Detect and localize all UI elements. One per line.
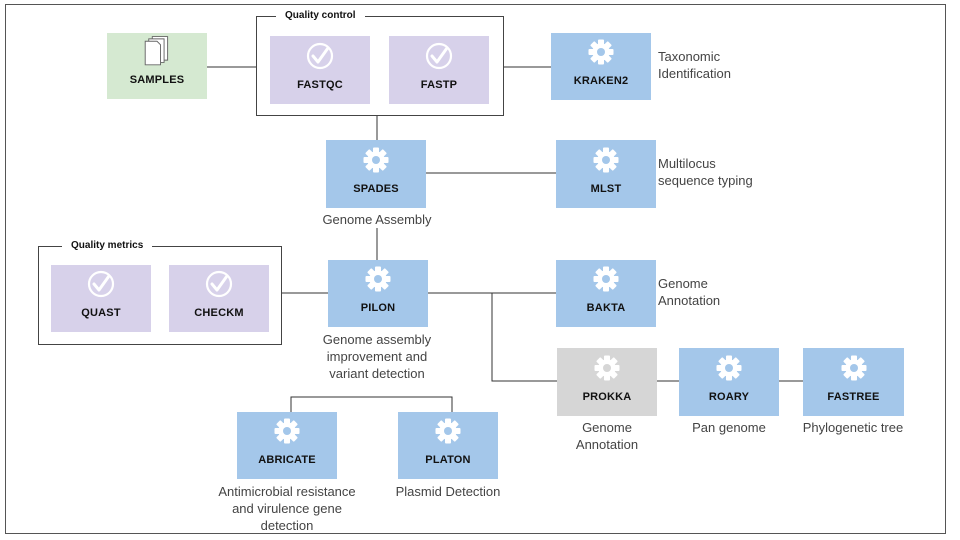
abricate-node[interactable]: ABRICATE	[237, 412, 337, 479]
mlst-label: MLST	[590, 183, 622, 195]
gear-icon	[363, 147, 389, 173]
diagram-frame	[5, 4, 946, 534]
abricate-label: ABRICATE	[258, 454, 316, 466]
samples-label: SAMPLES	[129, 74, 185, 86]
connector-pilon-prokka	[491, 293, 557, 382]
checkmark-icon	[205, 270, 233, 298]
gear-icon	[716, 355, 742, 381]
fastree-label: FASTREE	[827, 391, 880, 403]
checkmark-icon	[425, 42, 453, 70]
gear-icon	[274, 418, 300, 444]
bakta-label: BAKTA	[586, 302, 626, 314]
documents-icon	[144, 36, 169, 66]
bakta-node[interactable]: BAKTA	[556, 260, 656, 327]
connector-pilon-branch	[290, 396, 453, 412]
pilon-node[interactable]: PILON	[328, 260, 428, 327]
fastp-node[interactable]: FASTP	[389, 36, 489, 104]
fastqc-label: FASTQC	[297, 79, 343, 91]
spades-label: SPADES	[353, 183, 399, 195]
fastqc-node[interactable]: FASTQC	[270, 36, 370, 104]
fastree-node[interactable]: FASTREE	[803, 348, 904, 416]
checkm-label: CHECKM	[194, 307, 244, 319]
quast-label: QUAST	[81, 307, 121, 319]
kraken2-node[interactable]: KRAKEN2	[551, 33, 651, 100]
fastree-description: Phylogenetic tree	[802, 420, 904, 435]
checkm-node[interactable]: CHECKM	[169, 265, 269, 332]
gear-icon	[593, 266, 619, 292]
quality-metrics-title: Quality metrics	[62, 239, 153, 253]
quality-control-title: Quality control	[276, 9, 365, 23]
spades-node[interactable]: SPADES	[326, 140, 426, 208]
gear-icon	[593, 147, 619, 173]
kraken2-label: KRAKEN2	[573, 75, 629, 87]
spades-description: Genome Assembly	[322, 212, 432, 227]
checkmark-icon	[87, 270, 115, 298]
samples-node[interactable]: SAMPLES	[107, 33, 207, 99]
platon-label: PLATON	[425, 454, 471, 466]
roary-label: ROARY	[708, 391, 750, 403]
gear-icon	[435, 418, 461, 444]
roary-description: Pan genome	[692, 420, 766, 435]
pilon-label: PILON	[360, 302, 396, 314]
platon-description: Plasmid Detection	[395, 484, 501, 499]
gear-icon	[588, 39, 614, 65]
quality-control-group: Quality control	[256, 9, 504, 116]
roary-node[interactable]: ROARY	[679, 348, 779, 416]
prokka-label: PROKKA	[582, 391, 632, 403]
checkmark-icon	[306, 42, 334, 70]
fastp-label: FASTP	[420, 79, 458, 91]
gear-icon	[365, 266, 391, 292]
quality-metrics-group: Quality metrics	[38, 239, 282, 345]
mlst-node[interactable]: MLST	[556, 140, 656, 208]
platon-node[interactable]: PLATON	[398, 412, 498, 479]
gear-icon	[841, 355, 866, 381]
prokka-node[interactable]: PROKKA	[557, 348, 657, 416]
quast-node[interactable]: QUAST	[51, 265, 151, 332]
gear-icon	[594, 355, 620, 381]
